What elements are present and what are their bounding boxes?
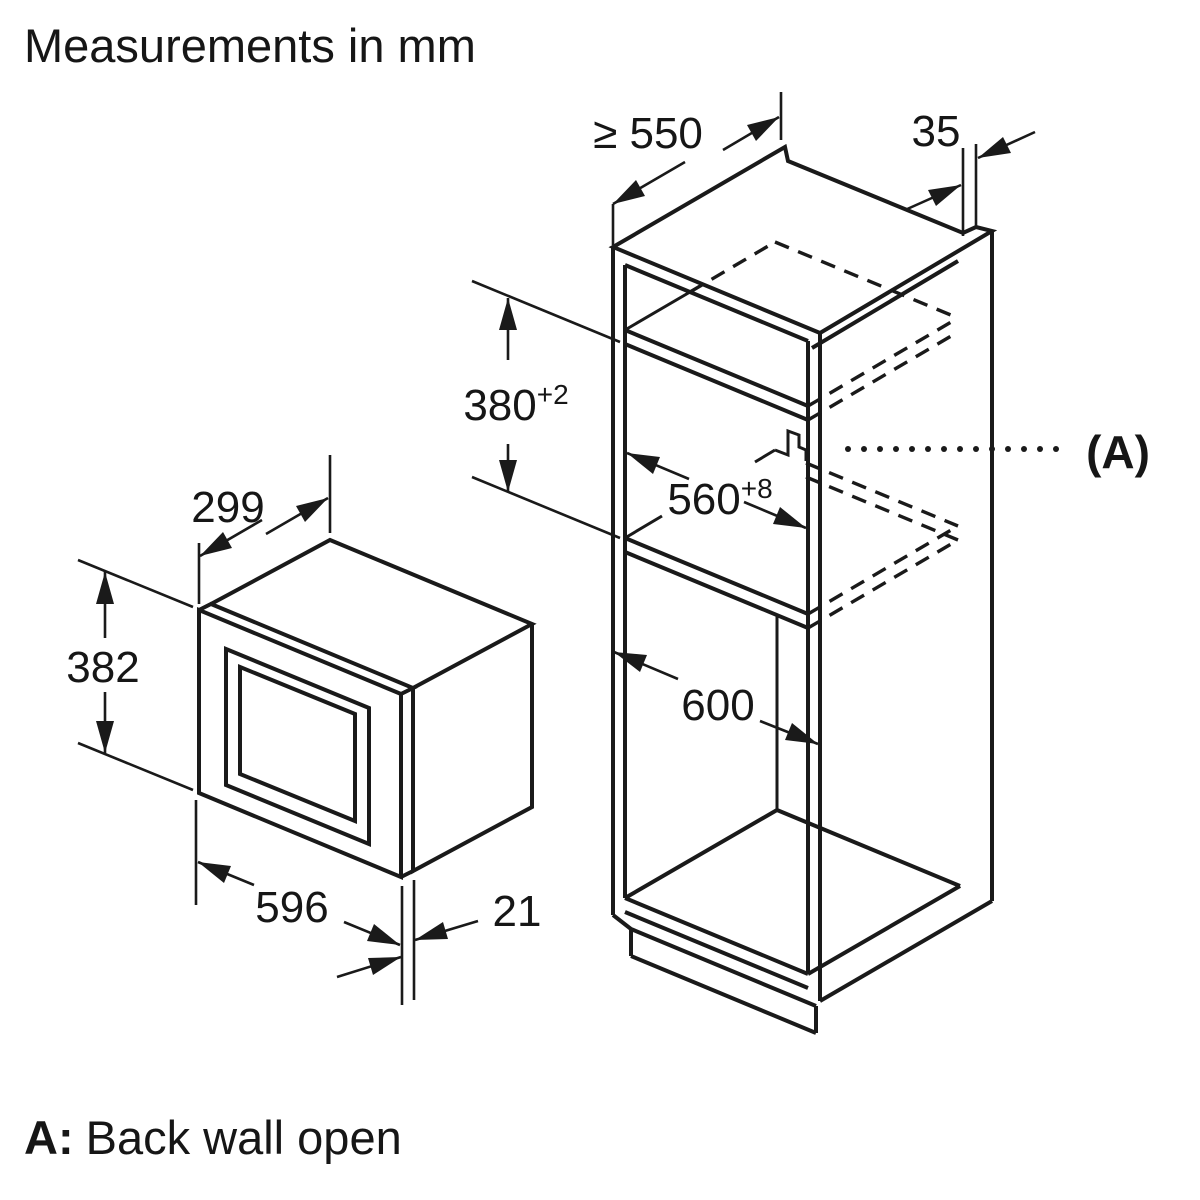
dim-label-door-thickness: 21 (493, 887, 542, 936)
door-bottom-strip (400, 869, 414, 879)
niche-shelf-hidden-edges (805, 461, 959, 630)
cabinet-plinth (611, 913, 818, 1035)
niche-width-tolerance: +8 (741, 473, 773, 504)
cabinet-top-right-inner-edge (810, 259, 960, 350)
body-top-face (210, 537, 537, 690)
cabinet-drawing (608, 143, 998, 1035)
back-wall-callout-leader (845, 446, 1059, 452)
door-window-inner-frame (238, 664, 357, 824)
niche-bottom-shelf-front (624, 536, 809, 630)
body-right-face (411, 624, 534, 875)
door-top-strip (198, 601, 418, 696)
extension-lines (77, 92, 978, 1005)
upper-shelf-front (624, 328, 809, 422)
dim-label-appliance-depth: 299 (191, 483, 264, 532)
dim-label-niche-depth: ≥ 550 (593, 109, 703, 158)
dim-label-appliance-height: 382 (66, 643, 139, 692)
back-wall-callout-label: (A) (1086, 426, 1150, 478)
dimension-lines (103, 115, 1036, 979)
door-window-outer-frame (224, 646, 371, 847)
cabinet-top-inner-edge (624, 263, 809, 343)
dim-label-niche-height: 380+2 (463, 379, 568, 430)
appliance-drawing (197, 537, 537, 880)
dim-label-appliance-width: 596 (255, 883, 328, 932)
niche-cable-notch (774, 428, 808, 461)
cabinet-top-face (608, 143, 998, 336)
dim-label-rear-gap: 35 (912, 107, 961, 156)
page-title: Measurements in mm (24, 19, 476, 72)
dim-label-niche-width: 560+8 (667, 473, 772, 524)
footnote-key: A: (24, 1111, 74, 1164)
cabinet-side-bottom-edge (818, 899, 994, 1003)
upper-shelf-left-edge (624, 290, 691, 332)
niche-height-value: 380 (463, 381, 536, 430)
cabinet-floor (623, 808, 962, 990)
dimension-arrowheads (96, 117, 1011, 975)
niche-width-value: 560 (667, 475, 740, 524)
footnote-text: Back wall open (86, 1111, 402, 1164)
niche-height-tolerance: +2 (537, 379, 569, 410)
dim-label-cabinet-width: 600 (681, 681, 754, 730)
niche-floor-left-edge (624, 448, 776, 540)
footnote: A:Back wall open (24, 1111, 402, 1164)
